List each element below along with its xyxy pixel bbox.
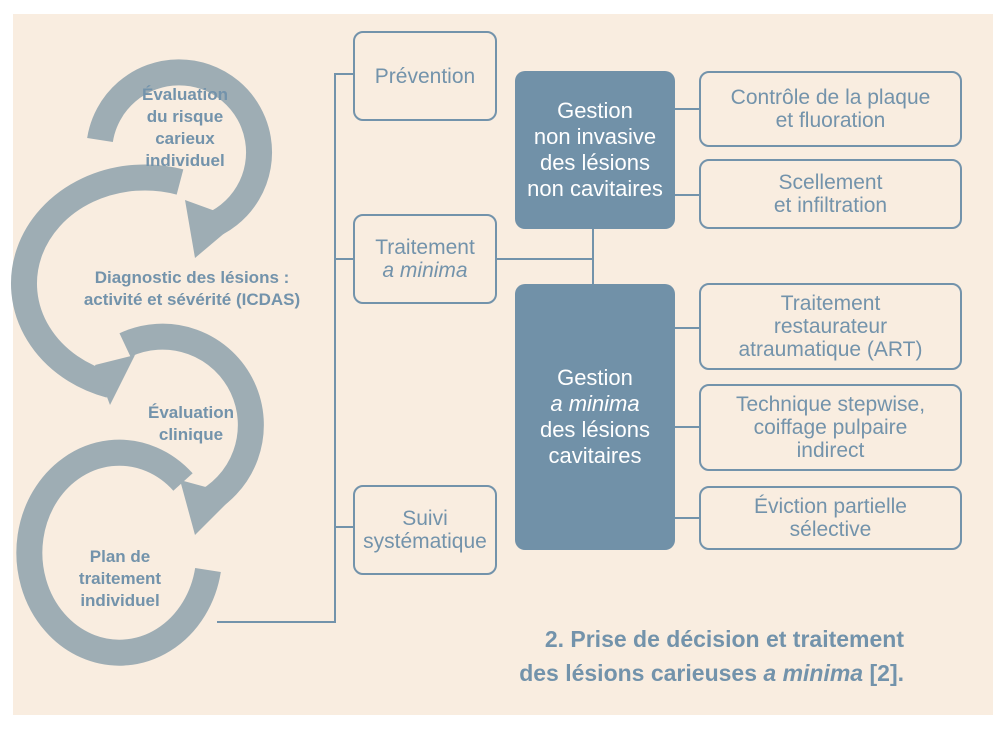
box-label: coiffage pulpaire xyxy=(753,416,908,439)
box-label: systématique xyxy=(363,530,487,553)
box-label: sélective xyxy=(789,518,872,541)
box-label: indirect xyxy=(796,439,865,462)
box-label-italic: a minima xyxy=(550,391,640,416)
box-selective-removal: Éviction partielle sélective xyxy=(699,486,962,550)
box-label: non invasive xyxy=(533,124,657,149)
box-minimal-management: Gestion a minima des lésions cavitaires xyxy=(515,284,675,550)
connector-trunk-prevention xyxy=(334,73,353,75)
box-noninvasive-management: Gestion non invasive des lésions non cav… xyxy=(515,71,675,229)
cycle-arrowhead-1 xyxy=(185,200,240,258)
cycle-step-line: Plan de xyxy=(89,547,151,566)
cycle-arrow-2 xyxy=(10,164,184,398)
cycle-step-line: traitement xyxy=(78,569,162,588)
box-sealing: Scellement et infiltration xyxy=(699,159,962,229)
box-label: Contrôle de la plaque xyxy=(730,86,931,109)
box-label: Technique stepwise, xyxy=(735,393,926,416)
box-label: restaurateur xyxy=(773,315,888,338)
cycle-step-line: individuel xyxy=(145,151,225,170)
box-treatment-minimal: Traitement a minima xyxy=(353,214,497,304)
box-label: et infiltration xyxy=(773,194,888,217)
cycle-step-line: Diagnostic des lésions : xyxy=(94,268,290,287)
connector-noninvasive-option-1 xyxy=(675,108,699,110)
box-label-italic: a minima xyxy=(382,259,468,282)
connector-treatment-to-management xyxy=(497,258,593,260)
box-label: Gestion xyxy=(557,98,633,123)
connector-minimal-option-2 xyxy=(675,426,699,428)
cycle-arrow-1 xyxy=(87,59,272,241)
box-label: Traitement xyxy=(780,292,881,315)
connector-plan-to-trunk xyxy=(217,621,336,623)
figure-caption: 2. Prise de décision et traitement des l… xyxy=(519,622,904,690)
cycle-step-diagnosis: Diagnostic des lésions : activité et sév… xyxy=(84,267,300,311)
cycle-step-line: du risque xyxy=(146,107,224,126)
cycle-step-line: Évaluation xyxy=(148,403,234,422)
box-systematic-followup: Suivi systématique xyxy=(353,485,497,575)
connector-trunk xyxy=(334,73,336,623)
cycle-step-line: Évaluation xyxy=(142,85,228,104)
cycle-arrow-4 xyxy=(16,439,221,666)
cycle-arrow-3 xyxy=(119,323,264,517)
box-label: Traitement xyxy=(375,236,475,259)
cycle-arrowhead-3 xyxy=(180,480,235,535)
cycle-step-risk-assessment: Évaluation du risque carieux individuel xyxy=(142,84,228,172)
cycle-step-line: activité et sévérité (ICDAS) xyxy=(83,290,301,309)
connector-noninvasive-option-2 xyxy=(675,194,699,196)
box-label: des lésions xyxy=(539,417,651,442)
caption-italic: a minima xyxy=(763,660,864,686)
box-label: atraumatique (ART) xyxy=(738,338,923,361)
cycle-step-clinical-evaluation: Évaluation clinique xyxy=(148,402,234,446)
cycle-arrowhead-2 xyxy=(95,355,135,405)
cycle-step-line: clinique xyxy=(158,425,224,444)
cycle-step-treatment-plan: Plan de traitement individuel xyxy=(79,546,161,612)
connector-trunk-followup xyxy=(334,526,353,528)
box-label: cavitaires xyxy=(548,443,642,468)
box-label: Scellement xyxy=(778,171,883,194)
figure-panel xyxy=(13,14,993,715)
caption-line-2: des lésions carieuses a minima [2]. xyxy=(519,656,904,690)
box-label: Gestion xyxy=(557,365,633,390)
connector-minimal-option-1 xyxy=(675,327,699,329)
box-label: Suivi xyxy=(402,507,448,530)
cycle-arrows xyxy=(10,59,272,666)
cycle-step-line: carieux xyxy=(155,129,215,148)
connector-management-vertical xyxy=(592,229,594,284)
box-label: Éviction partielle xyxy=(754,495,907,518)
box-label: des lésions xyxy=(539,150,651,175)
box-label: non cavitaires xyxy=(527,176,663,201)
connector-minimal-option-3 xyxy=(675,517,699,519)
box-prevention: Prévention xyxy=(353,31,497,121)
cycle-step-line: individuel xyxy=(80,591,160,610)
caption-reference: [2]. xyxy=(863,660,904,686)
connector-trunk-treatment xyxy=(334,258,353,260)
box-art: Traitement restaurateur atraumatique (AR… xyxy=(699,283,962,370)
caption-line-1: 2. Prise de décision et traitement xyxy=(544,626,904,652)
caption-text: des lésions carieuses xyxy=(519,660,764,686)
box-label: et fluoration xyxy=(775,109,886,132)
box-plaque-control: Contrôle de la plaque et fluoration xyxy=(699,71,962,147)
box-label: Prévention xyxy=(374,64,476,88)
box-stepwise: Technique stepwise, coiffage pulpaire in… xyxy=(699,384,962,471)
